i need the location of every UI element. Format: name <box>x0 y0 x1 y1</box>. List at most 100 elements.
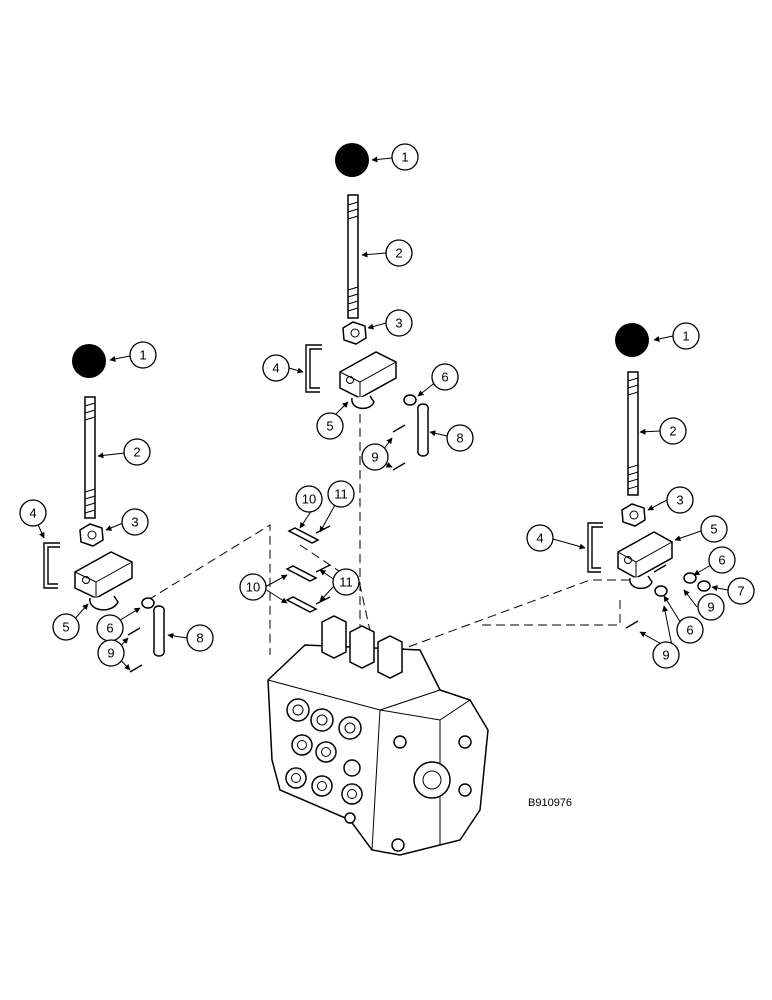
spool-2 <box>349 625 375 669</box>
callout-9: 9 <box>97 639 125 667</box>
svg-text:8: 8 <box>456 431 463 446</box>
callout-6: 6 <box>708 546 736 574</box>
washer <box>697 580 711 592</box>
svg-text:3: 3 <box>131 515 138 530</box>
callout-2: 2 <box>123 438 151 466</box>
u-bracket <box>43 542 60 589</box>
svg-text:2: 2 <box>395 246 402 261</box>
link-plate <box>153 605 165 657</box>
svg-text:10: 10 <box>246 580 260 595</box>
cotter-pin <box>392 424 406 433</box>
svg-text:10: 10 <box>302 492 316 507</box>
cotter-pin <box>653 564 667 573</box>
svg-text:6: 6 <box>441 370 448 385</box>
callout-11: 11 <box>332 568 360 596</box>
svg-text:9: 9 <box>707 600 714 615</box>
callout-6: 6 <box>431 363 459 391</box>
svg-text:2: 2 <box>669 424 676 439</box>
link-plate <box>417 403 429 457</box>
u-bracket <box>305 344 322 393</box>
callout-6: 6 <box>676 616 704 644</box>
washer <box>654 585 668 597</box>
knob-ball <box>72 344 106 378</box>
drawing-reference: B910976 <box>528 797 572 809</box>
hex-nut <box>621 503 646 527</box>
bolts <box>285 525 331 613</box>
callout-10: 10 <box>239 573 267 601</box>
callout-5: 5 <box>316 412 344 440</box>
washer <box>403 394 417 406</box>
callout-3: 3 <box>385 309 413 337</box>
knob-ball <box>335 143 369 177</box>
svg-text:4: 4 <box>272 361 279 376</box>
callout-4: 4 <box>19 499 47 527</box>
svg-text:4: 4 <box>29 506 36 521</box>
u-bracket <box>587 522 603 573</box>
svg-text:9: 9 <box>662 648 669 663</box>
svg-text:3: 3 <box>676 493 683 508</box>
washer <box>683 572 697 584</box>
svg-text:1: 1 <box>682 329 689 344</box>
svg-text:8: 8 <box>196 631 203 646</box>
callout-9: 9 <box>652 641 680 669</box>
lever-rod <box>84 396 96 519</box>
callout-8: 8 <box>186 624 214 652</box>
pivot-block <box>339 351 397 399</box>
control-valve-body <box>267 615 489 856</box>
svg-text:9: 9 <box>371 450 378 465</box>
callout-3: 3 <box>666 486 694 514</box>
svg-text:1: 1 <box>401 150 408 165</box>
callout-9: 9 <box>697 593 725 621</box>
callout-10: 10 <box>295 485 323 513</box>
svg-text:9: 9 <box>107 646 114 661</box>
left-lever-assembly <box>43 344 165 673</box>
callout-1: 1 <box>129 341 157 369</box>
svg-text:5: 5 <box>326 419 333 434</box>
hex-nut <box>342 321 367 345</box>
callout-1: 1 <box>391 143 419 171</box>
svg-text:5: 5 <box>62 620 69 635</box>
pivot-block <box>74 551 133 599</box>
svg-text:11: 11 <box>334 487 348 502</box>
callout-6: 6 <box>96 614 124 642</box>
svg-text:11: 11 <box>339 575 353 590</box>
svg-text:1: 1 <box>139 348 146 363</box>
callouts: 1 2 3 4 5 6 8 9 1 2 3 4 5 6 8 9 1 2 3 4 … <box>19 143 755 669</box>
hex-nut <box>79 523 104 547</box>
callout-4: 4 <box>262 354 290 382</box>
callout-1: 1 <box>672 322 700 350</box>
svg-text:7: 7 <box>737 584 744 599</box>
svg-text:2: 2 <box>133 445 140 460</box>
clevis <box>351 395 375 410</box>
callout-5: 5 <box>700 515 728 543</box>
callout-8: 8 <box>446 424 474 452</box>
right-lever-assembly <box>587 323 711 629</box>
pressure-port <box>413 761 451 799</box>
knob-ball <box>615 323 649 357</box>
callout-2: 2 <box>659 417 687 445</box>
svg-text:6: 6 <box>718 553 725 568</box>
callout-2: 2 <box>385 239 413 267</box>
center-lever-assembly <box>305 143 429 471</box>
svg-text:6: 6 <box>106 621 113 636</box>
clevis <box>89 595 119 611</box>
assembly-guide-lines <box>147 400 630 655</box>
callout-11: 11 <box>327 480 355 508</box>
washer <box>141 597 155 609</box>
svg-text:3: 3 <box>395 316 402 331</box>
lever-rod <box>627 371 639 496</box>
callout-leaders <box>34 156 729 671</box>
clevis <box>629 575 653 590</box>
spool-3 <box>377 635 403 679</box>
callout-3: 3 <box>121 508 149 536</box>
callout-9: 9 <box>361 443 389 471</box>
svg-text:5: 5 <box>710 522 717 537</box>
cotter-pin <box>127 627 141 636</box>
callout-5: 5 <box>52 613 80 641</box>
callout-4: 4 <box>526 524 554 552</box>
pivot-block <box>617 531 673 579</box>
callout-7: 7 <box>727 577 755 605</box>
spool-1 <box>321 615 347 659</box>
svg-text:4: 4 <box>536 531 543 546</box>
